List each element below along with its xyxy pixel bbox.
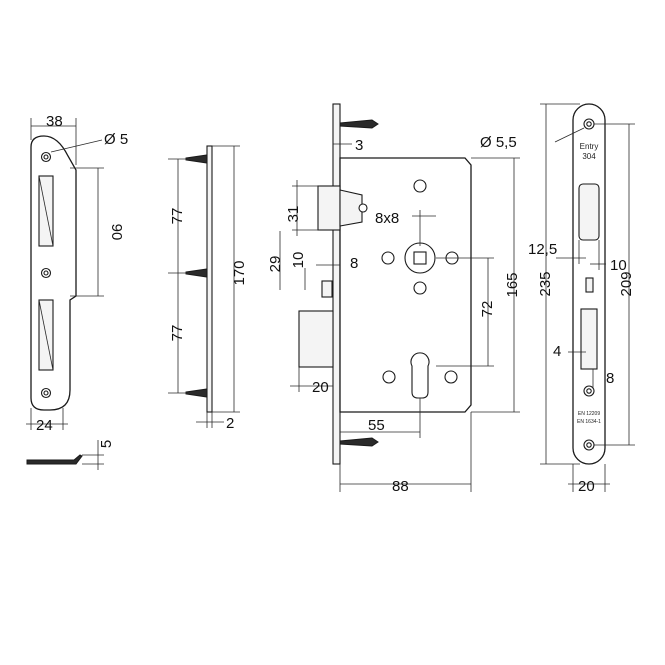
strike-plate	[30, 135, 77, 411]
backset-label: 55	[368, 417, 385, 434]
lock-case	[339, 157, 472, 413]
deadbolt-offset-label: 20	[312, 379, 329, 396]
strike-hole-label: Ø 5	[104, 131, 128, 148]
lock-body-dimensions: 3 31 8x8 29 10 8 72 165 20 55	[267, 137, 521, 495]
faceplate-length-label: 235	[537, 271, 554, 296]
latch-bolt	[317, 185, 341, 231]
strike-width-label: 38	[46, 113, 63, 130]
faceplate-marking-line2: 304	[582, 152, 596, 161]
latch-height-label: 31	[285, 206, 302, 223]
side-thickness-label: 2	[226, 415, 234, 432]
hole-spacing-label: 209	[618, 271, 635, 296]
faceplate-deadbolt-opening	[580, 308, 598, 370]
side-upper-pitch-label: 77	[169, 208, 186, 225]
strike-middle-screw-centre	[43, 270, 49, 276]
cutout-gap-label: 10	[610, 257, 627, 274]
faceplate-bolt-opening	[585, 277, 594, 293]
faceplate-standard-1: EN 12209	[578, 411, 600, 417]
strike-profile-shape	[26, 454, 83, 465]
case-hole-lower-right	[444, 370, 458, 384]
lock-upper-screw	[339, 119, 379, 129]
case-height-label: 165	[504, 272, 521, 297]
slot-width-label: 4	[553, 343, 561, 360]
cylinder-cutout	[410, 352, 430, 399]
spindle-square	[413, 251, 427, 265]
centre-distance-label: 72	[479, 301, 496, 318]
deadbolt	[298, 310, 334, 368]
faceplate-marking-line1: Entry	[580, 142, 599, 151]
latch-tail	[339, 189, 363, 227]
strike-profile: 5	[26, 440, 115, 470]
faceplate-standard-2: EN 1634-1	[577, 419, 601, 425]
strike-height-label: 90	[108, 224, 125, 241]
case-hole-left	[381, 251, 395, 265]
side-plate	[185, 145, 213, 413]
plate-thickness-label: 3	[355, 137, 363, 154]
depth-label: 88	[392, 478, 409, 495]
bolt-size-label: 10	[290, 252, 307, 269]
faceplate-width-label: 20	[578, 478, 595, 495]
latch-pivot	[358, 203, 368, 213]
strike-dimensions: 38 Ø 5 90 24	[26, 113, 128, 434]
slot-height-label: 8	[606, 370, 614, 387]
strike-lower-screw-centre	[43, 390, 49, 396]
cutout-width-label: 12,5	[528, 241, 557, 258]
lock-body	[298, 103, 472, 465]
faceplate-latch-opening	[578, 183, 600, 241]
faceplate-lower-hole-2-centre	[586, 442, 592, 448]
case-hole-top	[413, 179, 427, 193]
spindle-label: 8x8	[375, 210, 399, 227]
side-plate-bar	[206, 145, 213, 413]
bolt-offset-label: 29	[267, 256, 284, 273]
faceplate: Entry 304 EN 12209 EN 1634-1	[572, 103, 606, 465]
lock-faceplate-edge	[332, 103, 341, 465]
small-bolt	[321, 280, 333, 298]
faceplate-upper-hole-centre	[586, 121, 592, 127]
faceplate-lower-hole-1-centre	[586, 388, 592, 394]
bolt-gap-label: 8	[350, 255, 358, 272]
strike-tongue-label: 24	[36, 417, 53, 434]
faceplate-hole-label: Ø 5,5	[480, 134, 517, 151]
strike-thickness-label: 5	[98, 440, 115, 448]
lock-lower-screw	[339, 437, 379, 447]
side-lower-pitch-label: 77	[169, 325, 186, 342]
side-length-label: 170	[231, 260, 248, 285]
side-plate-dimensions: 77 77 170 2	[168, 145, 248, 432]
faceplate-dimensions: Ø 5,5 12,5 10 235 209 4 8 20	[480, 103, 635, 495]
strike-upper-screw-centre	[43, 154, 49, 160]
case-hole-lower-left	[382, 370, 396, 384]
case-hole-middle	[413, 281, 427, 295]
